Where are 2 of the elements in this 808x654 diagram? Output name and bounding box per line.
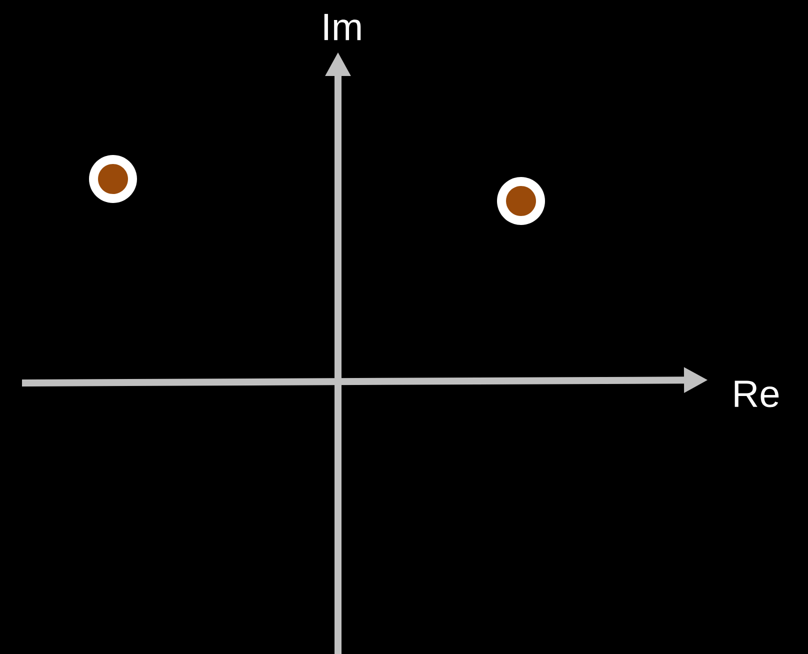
axis-label: Re bbox=[734, 380, 779, 408]
axis-label: Im bbox=[324, 14, 361, 40]
